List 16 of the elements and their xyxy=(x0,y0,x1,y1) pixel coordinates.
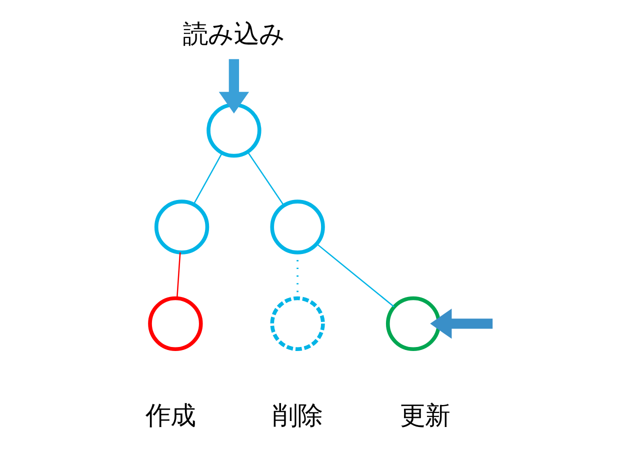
arrow xyxy=(430,308,493,339)
node-circle xyxy=(148,296,203,352)
connector xyxy=(247,152,284,206)
node-circle xyxy=(154,200,210,254)
node-label: 作成 xyxy=(145,400,196,430)
node-circle xyxy=(270,296,325,352)
node-circle xyxy=(270,200,325,254)
arrow xyxy=(218,59,250,114)
node-label: 更新 xyxy=(400,400,450,430)
node-text: 読み込み xyxy=(182,18,285,49)
node-label: 削除 xyxy=(272,400,323,430)
connector xyxy=(316,243,395,308)
connector xyxy=(193,152,223,205)
connector xyxy=(176,252,181,298)
node-circle xyxy=(206,102,262,158)
node-circle xyxy=(386,296,441,352)
